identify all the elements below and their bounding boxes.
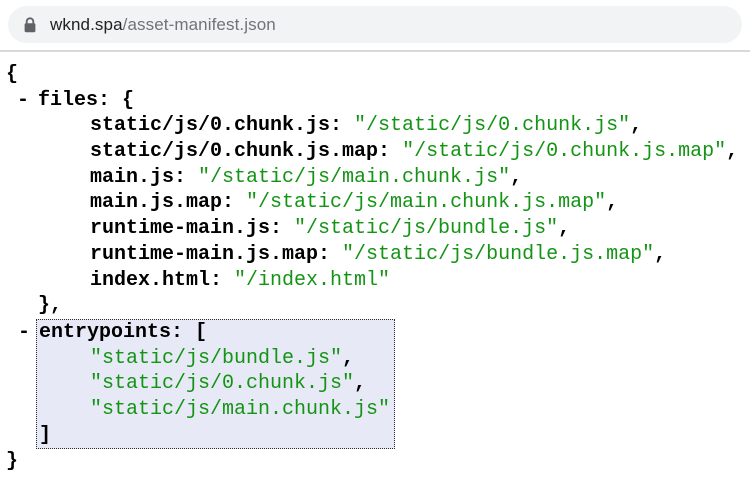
lock-icon[interactable] (23, 16, 37, 34)
json-token-str: "/static/js/bundle.js.map" (330, 242, 655, 266)
json-token-str: "/static/js/main.chunk.js" (186, 165, 511, 189)
json-line: static/js/0.chunk.js: "/static/js/0.chun… (0, 113, 750, 139)
json-line: -entrypoints: [ (18, 320, 394, 346)
json-line: }, (0, 293, 750, 319)
json-line: } (0, 449, 750, 475)
json-token-str: "/static/js/0.chunk.js" (342, 114, 631, 138)
json-token-punct: , (510, 165, 523, 189)
json-token-punct: }, (38, 294, 63, 318)
json-token-punct: , (354, 372, 367, 396)
json-token-str: "/static/js/bundle.js" (282, 217, 559, 241)
json-line: "static/js/bundle.js", (37, 346, 394, 372)
url-domain: wknd.spa (50, 14, 123, 34)
json-token-key: static/js/0.chunk.js.map: (90, 140, 391, 164)
json-line: "static/js/0.chunk.js", (37, 371, 394, 397)
json-token-punct: { (110, 88, 135, 112)
json-line: "static/js/main.chunk.js" (37, 397, 394, 423)
json-token-punct: , (342, 346, 355, 370)
json-token-str: "/static/js/0.chunk.js.map" (390, 140, 727, 164)
json-root-close: } (0, 449, 750, 475)
json-token-punct: { (6, 63, 19, 86)
json-line: main.js.map: "/static/js/main.chunk.js.m… (0, 190, 750, 216)
json-token-punct: , (606, 191, 619, 215)
json-token-punct: , (630, 114, 643, 138)
json-files-section: {-files: {static/js/0.chunk.js: "/static… (0, 62, 750, 319)
json-token-key: index.html: (90, 268, 223, 292)
collapse-toggle-icon[interactable]: - (18, 320, 31, 344)
browser-toolbar: wknd.spa/asset-manifest.json (0, 0, 750, 52)
json-line: main.js: "/static/js/main.chunk.js", (0, 165, 750, 191)
json-line: -files: { (0, 88, 750, 114)
json-token-punct: , (558, 217, 571, 241)
collapse-toggle-icon[interactable]: - (17, 88, 30, 112)
json-token-key: static/js/0.chunk.js: (90, 114, 343, 138)
json-line: runtime-main.js: "/static/js/bundle.js", (0, 216, 750, 242)
address-bar[interactable]: wknd.spa/asset-manifest.json (8, 6, 742, 43)
json-token-punct: } (6, 450, 19, 474)
json-token-punct: ] (39, 423, 52, 447)
json-line: { (0, 62, 750, 88)
json-token-punct: , (726, 140, 739, 164)
json-token-key: entrypoints: (39, 320, 184, 344)
json-token-key: runtime-main.js.map: (90, 242, 331, 266)
json-token-key: main.js.map: (90, 191, 235, 215)
json-entrypoints-selected-block[interactable]: -entrypoints: ["static/js/bundle.js","st… (18, 318, 395, 450)
json-token-str: "static/js/0.chunk.js" (90, 372, 355, 396)
json-token-key: files: (38, 88, 111, 112)
json-token-key: runtime-main.js: (90, 217, 283, 241)
json-viewer: {-files: {static/js/0.chunk.js: "/static… (0, 52, 750, 475)
json-token-str: "static/js/main.chunk.js" (90, 397, 391, 421)
json-token-str: "static/js/bundle.js" (90, 346, 343, 370)
json-token-punct: [ (183, 320, 208, 344)
url-path: /asset-manifest.json (122, 14, 276, 34)
json-token-str: "/index.html" (222, 268, 391, 292)
url-text[interactable]: wknd.spa/asset-manifest.json (50, 15, 276, 35)
json-token-str: "/static/js/main.chunk.js.map" (234, 191, 607, 215)
json-token-punct: , (654, 242, 667, 266)
json-line: ] (37, 423, 394, 449)
json-line: static/js/0.chunk.js.map: "/static/js/0.… (0, 139, 750, 165)
json-line: index.html: "/index.html" (0, 268, 750, 294)
json-token-key: main.js: (90, 165, 187, 189)
json-line: runtime-main.js.map: "/static/js/bundle.… (0, 242, 750, 268)
